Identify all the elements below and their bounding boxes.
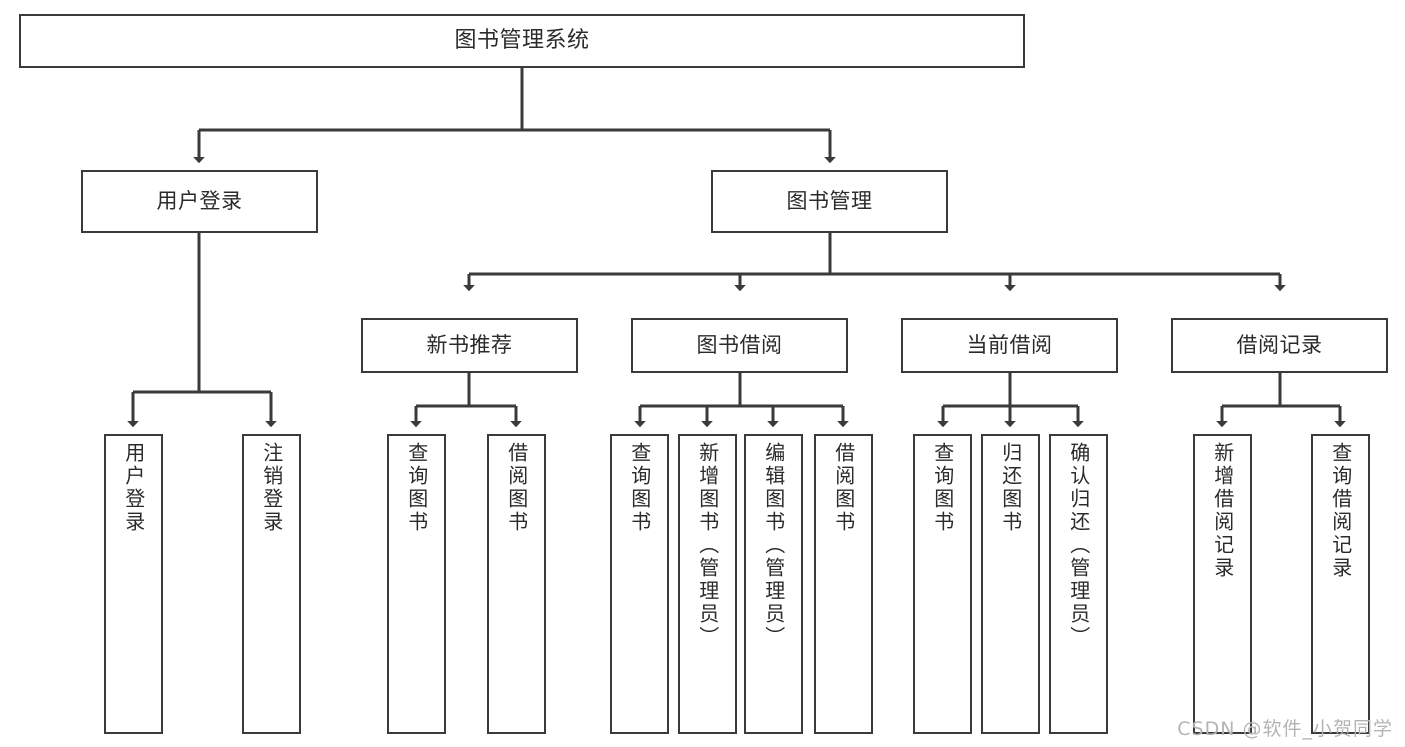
leaf-add-book-admin[interactable]: 新增图书（管理员） — [678, 434, 737, 734]
leaf-borrow-book-recommend[interactable]: 借阅图书 — [487, 434, 546, 734]
node-label: 用户登录 — [156, 189, 243, 214]
leaf-logout[interactable]: 注销登录 — [242, 434, 301, 734]
node-label: 查询图书 — [930, 442, 955, 534]
node-label: 确认归还（管理员） — [1066, 442, 1091, 649]
node-label: 新增图书（管理员） — [695, 442, 720, 649]
node-label: 图书管理系统 — [454, 28, 590, 54]
node-root-book-management-system[interactable]: 图书管理系统 — [19, 14, 1025, 68]
node-new-book-recommend[interactable]: 新书推荐 — [361, 318, 578, 373]
node-book-borrow[interactable]: 图书借阅 — [631, 318, 848, 373]
leaf-confirm-return-admin[interactable]: 确认归还（管理员） — [1049, 434, 1108, 734]
leaf-query-book-recommend[interactable]: 查询图书 — [387, 434, 446, 734]
node-label: 图书管理 — [786, 189, 873, 214]
node-label: 注销登录 — [259, 442, 284, 534]
node-current-borrow[interactable]: 当前借阅 — [901, 318, 1118, 373]
leaf-query-book-borrow[interactable]: 查询图书 — [610, 434, 669, 734]
leaf-query-book-current[interactable]: 查询图书 — [913, 434, 972, 734]
leaf-add-borrow-record[interactable]: 新增借阅记录 — [1193, 434, 1252, 734]
node-label: 用户登录 — [121, 442, 146, 534]
node-borrow-record[interactable]: 借阅记录 — [1171, 318, 1388, 373]
leaf-edit-book-admin[interactable]: 编辑图书（管理员） — [744, 434, 803, 734]
node-label: 借阅记录 — [1236, 333, 1323, 358]
node-label: 编辑图书（管理员） — [761, 442, 786, 649]
node-label: 当前借阅 — [966, 333, 1053, 358]
node-user-login[interactable]: 用户登录 — [81, 170, 318, 233]
leaf-query-borrow-record[interactable]: 查询借阅记录 — [1311, 434, 1370, 734]
node-label: 借阅图书 — [504, 442, 529, 534]
node-label: 查询借阅记录 — [1328, 442, 1353, 580]
node-label: 图书借阅 — [696, 333, 783, 358]
node-label: 归还图书 — [998, 442, 1023, 534]
leaf-return-book[interactable]: 归还图书 — [981, 434, 1040, 734]
node-label: 新书推荐 — [426, 333, 513, 358]
node-label: 查询图书 — [404, 442, 429, 534]
leaf-user-login[interactable]: 用户登录 — [104, 434, 163, 734]
node-label: 查询图书 — [627, 442, 652, 534]
leaf-borrow-book[interactable]: 借阅图书 — [814, 434, 873, 734]
node-book-management[interactable]: 图书管理 — [711, 170, 948, 233]
node-label: 新增借阅记录 — [1210, 442, 1235, 580]
node-label: 借阅图书 — [831, 442, 856, 534]
csdn-watermark: CSDN @软件_小贺同学 — [1177, 718, 1393, 740]
